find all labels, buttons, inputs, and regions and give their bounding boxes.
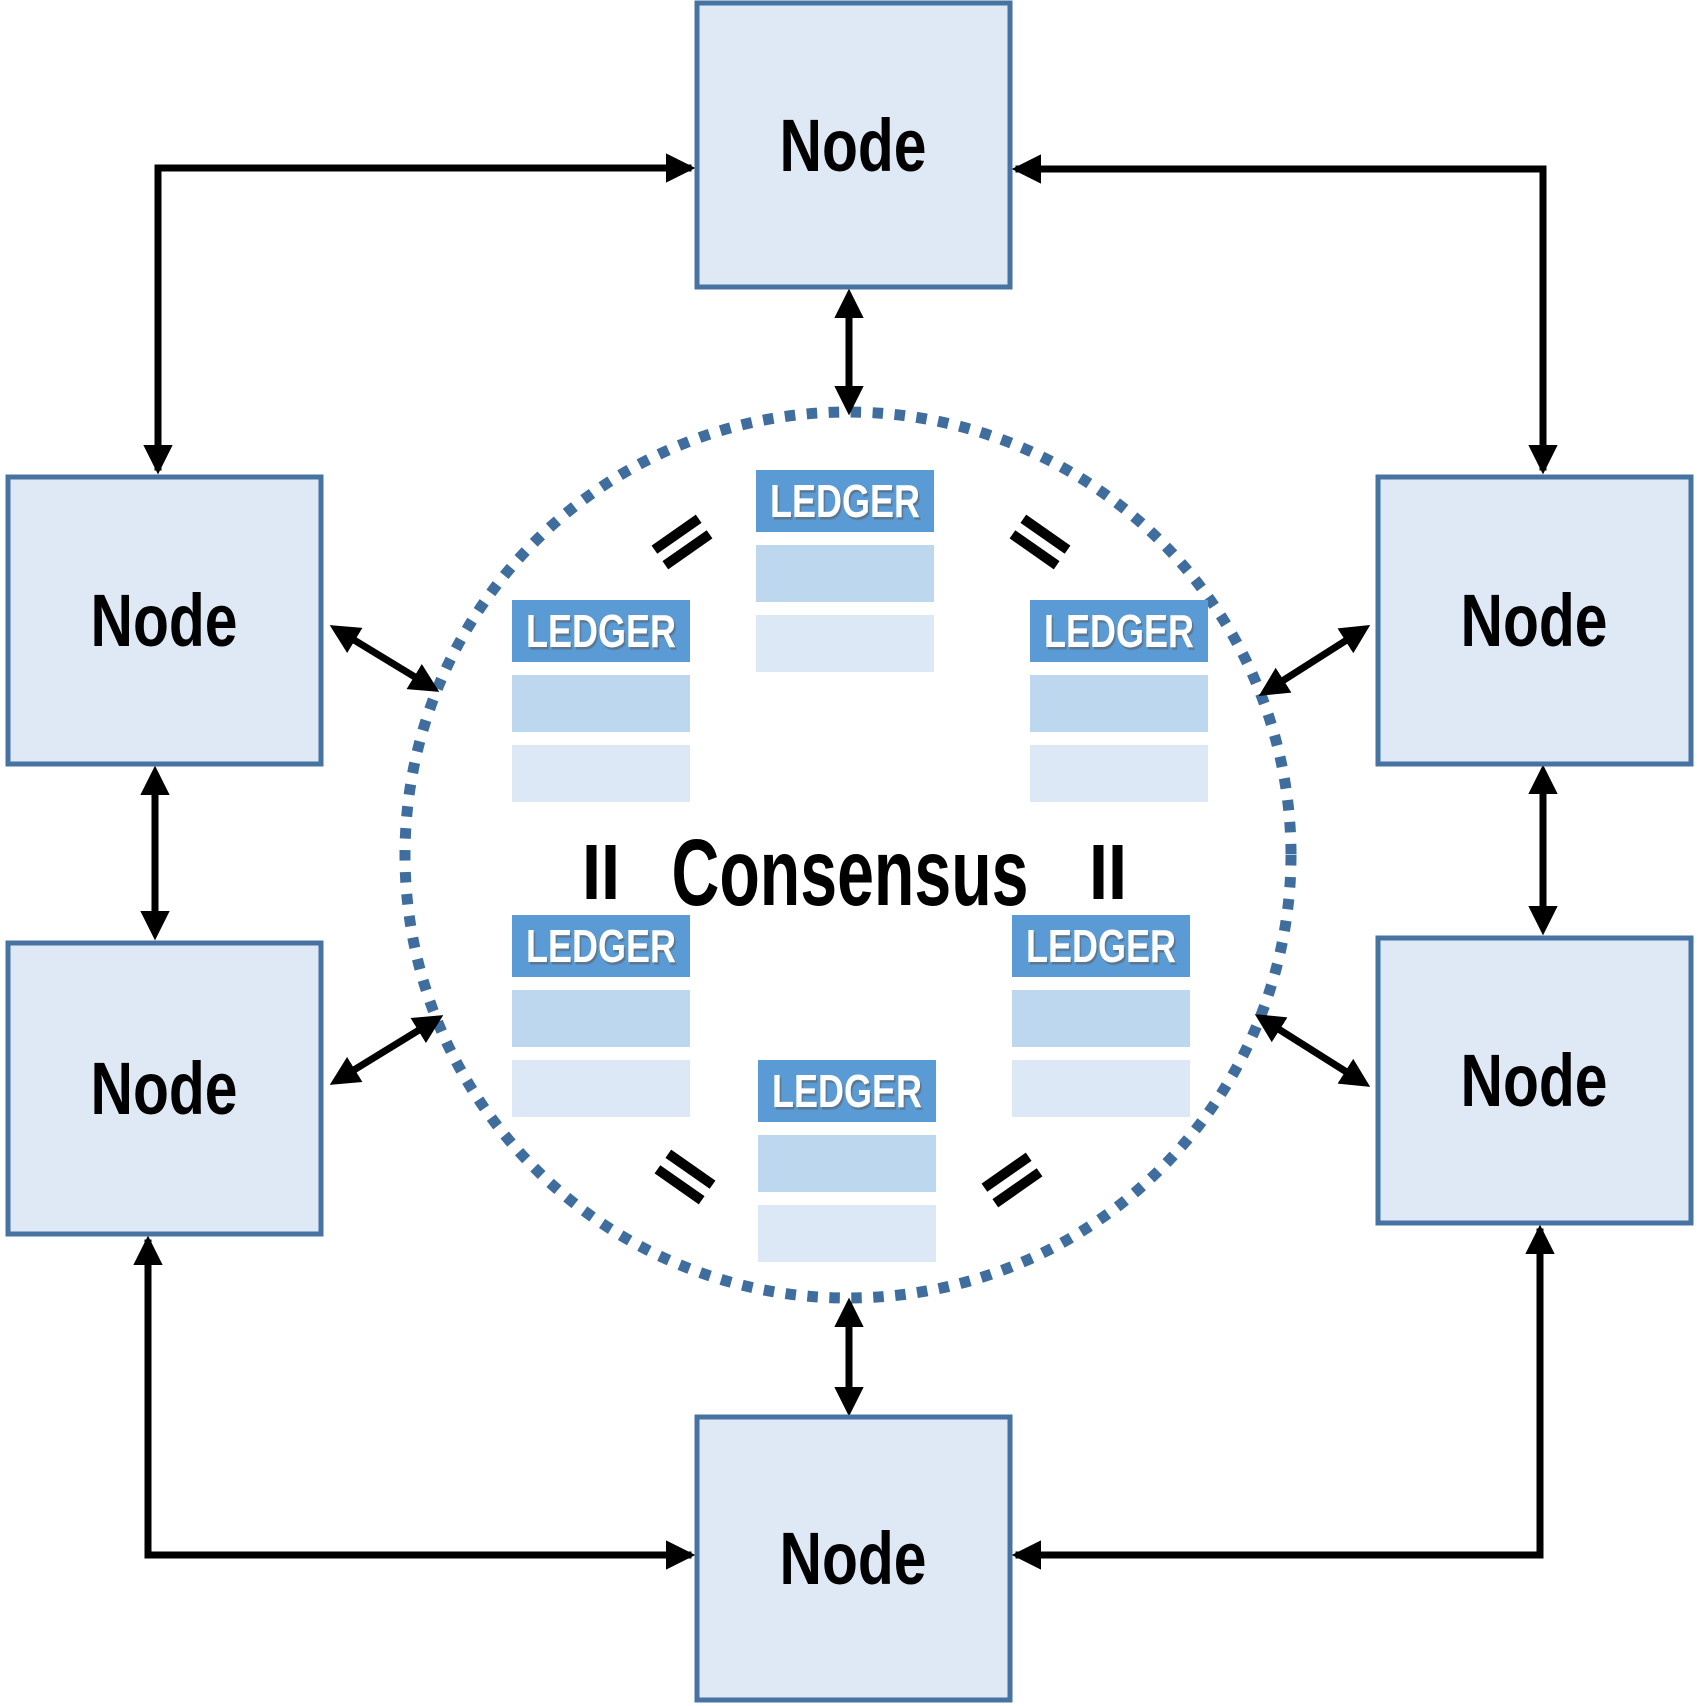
node-label: Node <box>91 1047 238 1130</box>
ledger-label: LEDGER <box>526 920 676 972</box>
ledger-row <box>512 675 690 732</box>
ledger-header <box>512 915 690 977</box>
connector-top-right-elbow <box>1011 154 1558 475</box>
ledger-header <box>512 600 690 662</box>
ledger-top-right: LEDGER <box>1030 600 1208 802</box>
ledger-bottom-left: LEDGER <box>512 915 690 1117</box>
ledger-row <box>758 1135 936 1192</box>
node-box <box>1375 474 1694 767</box>
ledger-row <box>512 1060 690 1117</box>
node-left-bottom: Node <box>5 940 324 1237</box>
ledger-row <box>756 615 934 672</box>
node-box <box>694 0 1013 290</box>
connector-top-left-elbow <box>143 153 696 475</box>
ledger-label: LEDGER <box>1044 605 1194 657</box>
node-right-bottom: Node <box>1375 935 1694 1226</box>
node-label: Node <box>780 104 927 187</box>
ledger-label: LEDGER <box>526 605 676 657</box>
ledger-row <box>1012 1060 1190 1117</box>
connector-leftbottom-node-to-circle <box>329 1015 444 1085</box>
node-label: Node <box>91 579 238 662</box>
node-top: Node <box>694 0 1013 290</box>
node-label: Node <box>1461 579 1608 662</box>
ledger-row <box>756 545 934 602</box>
equals-icon <box>586 845 616 899</box>
connector-bottom-right-elbow <box>1011 1224 1555 1570</box>
ledger-label: LEDGER <box>1026 920 1176 972</box>
ledger-row <box>512 745 690 802</box>
node-box <box>5 940 324 1237</box>
ledger-row <box>1030 675 1208 732</box>
node-box <box>1375 935 1694 1226</box>
consensus-circle <box>399 406 1297 1304</box>
equals-icon <box>981 1152 1043 1208</box>
connector-lefttop-node-to-circle <box>329 625 440 692</box>
node-label: Node <box>780 1517 927 1600</box>
connector-righttop-node-to-circle <box>1258 625 1371 696</box>
equals-icon <box>651 514 713 570</box>
ledger-header <box>758 1060 936 1122</box>
ledger-row <box>758 1205 936 1262</box>
ledger-header <box>1012 915 1190 977</box>
ledger-header <box>756 470 934 532</box>
ledger-row <box>1012 990 1190 1047</box>
node-bottom: Node <box>694 1414 1013 1703</box>
node-box <box>5 474 324 767</box>
ledger-top-center: LEDGER <box>756 470 934 672</box>
equals-icon <box>654 1149 716 1205</box>
ledger-label: LEDGER <box>770 475 920 527</box>
consensus-label: Consensus <box>672 820 1029 926</box>
ledger-row <box>512 990 690 1047</box>
ledger-top-left: LEDGER <box>512 600 690 802</box>
connector-bottom-left-elbow <box>133 1235 696 1570</box>
ledger-bottom-right: LEDGER <box>1012 915 1190 1117</box>
ledger-label: LEDGER <box>772 1065 922 1117</box>
node-box <box>694 1414 1013 1703</box>
connector-rightbottom-node-to-circle <box>1254 1014 1371 1087</box>
ledger-header <box>1030 600 1208 662</box>
ledger-row <box>1030 745 1208 802</box>
node-label: Node <box>1461 1039 1608 1122</box>
node-left-top: Node <box>5 474 324 767</box>
node-right-top: Node <box>1375 474 1694 767</box>
equals-icon <box>1093 845 1123 899</box>
equals-icon <box>1009 514 1071 570</box>
ledger-bottom-center: LEDGER <box>758 1060 936 1262</box>
